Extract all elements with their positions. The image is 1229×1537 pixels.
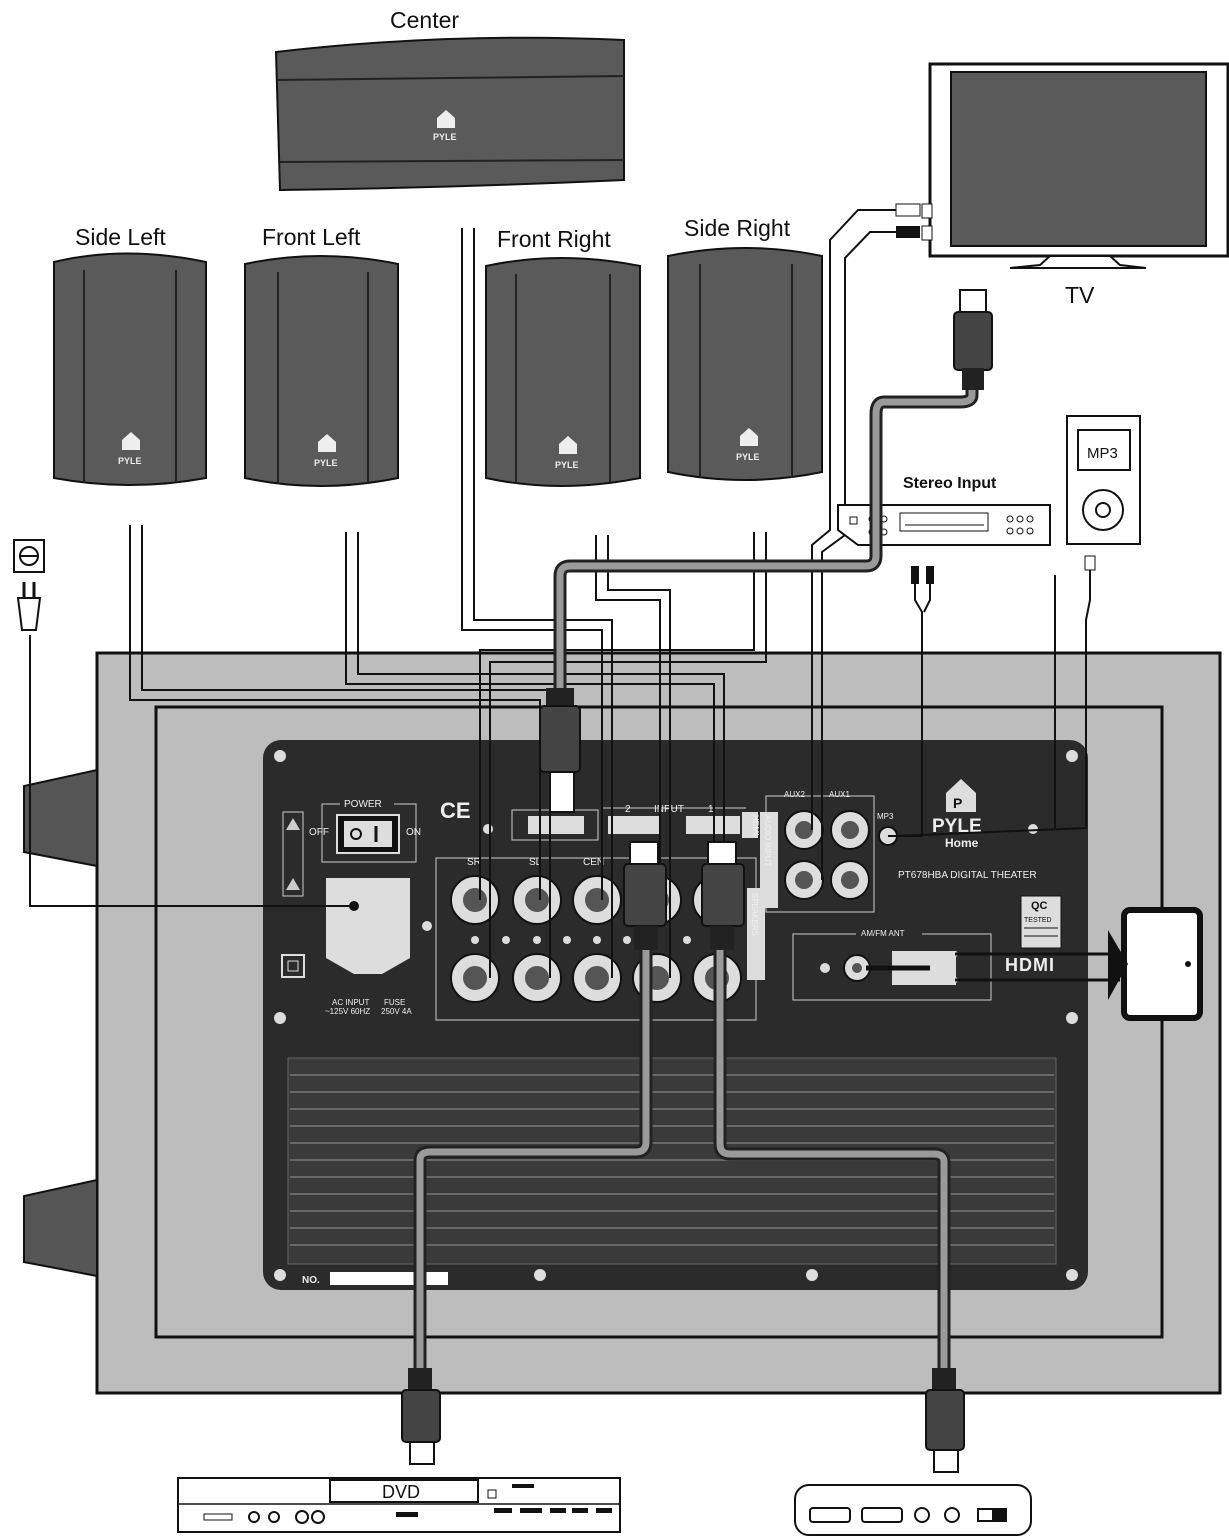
power-plug-icon xyxy=(16,582,42,631)
mp3-player xyxy=(1066,415,1141,545)
sl-label: SL xyxy=(529,857,542,868)
cabinet-foot-upper xyxy=(23,768,98,868)
power-on-label: ON xyxy=(406,827,421,838)
hdmi-input-1-label: 1 xyxy=(708,804,714,815)
hdmi-plug-tv xyxy=(953,289,993,390)
side-left-speaker-label: Side Left xyxy=(75,224,166,250)
serial-no-label: NO. xyxy=(302,1275,320,1286)
front-left-speaker: PYLE xyxy=(244,255,399,487)
tv-label: TV xyxy=(1065,282,1095,308)
svg-text:PYLE: PYLE xyxy=(433,132,457,142)
qc-label: QC xyxy=(1031,900,1048,912)
front-right-speaker: PYLE xyxy=(485,257,641,487)
am-fm-antenna-section: AM/FM ANT xyxy=(792,926,992,1001)
hdmi-plug-output xyxy=(539,688,581,813)
hdmi-plug-source xyxy=(925,1368,965,1473)
dvd-player xyxy=(177,1477,621,1533)
dvd-label: DVD xyxy=(382,1482,420,1502)
aux1-label: AUX1 xyxy=(829,790,850,799)
ac-voltage-label: ~125V 60HZ xyxy=(325,1007,370,1016)
fuse-rating-label: 250V 4A xyxy=(381,1007,412,1016)
hdmi-plug-dvd xyxy=(401,1368,441,1465)
front-left-speaker-label: Front Left xyxy=(262,224,361,250)
side-right-speaker-label: Side Right xyxy=(684,215,791,241)
qc-sticker: QC TESTED xyxy=(1020,895,1062,949)
power-label: POWER xyxy=(344,799,382,810)
panel-brand-sub: Home xyxy=(945,836,979,850)
ac-input-label: AC INPUT xyxy=(332,998,369,1007)
stereo-input-label: Stereo Input xyxy=(903,475,997,492)
hdmi-input-2-port[interactable] xyxy=(608,816,660,834)
mp3-screen-label: MP3 xyxy=(1087,445,1118,462)
power-off-label: OFF xyxy=(309,827,329,838)
hdmi-plug-input-2 xyxy=(623,841,667,950)
power-cord xyxy=(13,539,354,907)
front-right-speaker-label: Front Right xyxy=(497,226,611,252)
mp3-cable xyxy=(895,556,1091,837)
tv xyxy=(921,62,1229,269)
svg-text:PYLE: PYLE xyxy=(736,452,760,462)
speakers-vertical-label: SPEAKERS xyxy=(750,893,759,936)
panel-brand-name: PYLE xyxy=(932,816,982,837)
model-label: PT678HBA DIGITAL THEATER xyxy=(898,870,1037,881)
fuse-holder xyxy=(281,954,305,978)
center-speaker: PYLE xyxy=(274,36,625,192)
svg-text:P: P xyxy=(953,795,962,811)
panel-brand-logo: P PYLE Home xyxy=(932,779,982,850)
power-switch-group: POWER OFF ON xyxy=(309,798,421,863)
audio-input-vertical-label: AUDIO INPUT xyxy=(763,815,772,867)
hdmi-input-2-label: 2 xyxy=(625,804,631,815)
aux2-label: AUX2 xyxy=(784,790,805,799)
am-loop-antenna xyxy=(955,907,1203,1021)
ac-input-socket[interactable] xyxy=(326,878,410,974)
stereo-input-device xyxy=(837,504,1051,546)
rear-panel: NO. POWER OFF ON CE AC INPUT xyxy=(263,740,1088,1290)
hdmi-cables xyxy=(413,388,979,1375)
tv-audio-cable xyxy=(811,203,921,880)
center-speaker-label: Center xyxy=(390,7,459,33)
sr-label: SR xyxy=(467,857,481,868)
svg-text:PYLE: PYLE xyxy=(555,460,579,470)
hdmi-plug-input-1 xyxy=(701,841,745,950)
svg-text:PYLE: PYLE xyxy=(314,458,338,468)
am-fm-label: AM/FM ANT xyxy=(861,929,905,938)
svg-text:PYLE: PYLE xyxy=(118,456,142,466)
hdmi-source-device xyxy=(794,1484,1032,1536)
serial-no-plate xyxy=(330,1272,448,1285)
ce-mark: CE xyxy=(440,798,471,823)
cabinet-foot-lower xyxy=(23,1178,98,1278)
hdmi-logo: HDMI xyxy=(1005,955,1055,975)
side-right-speaker: PYLE xyxy=(667,247,823,481)
side-left-speaker: PYLE xyxy=(53,252,207,486)
qc-tested-label: TESTED xyxy=(1024,917,1052,924)
cen-label: CEN xyxy=(583,857,604,868)
hdmi-vertical-label: HDMI xyxy=(751,815,760,835)
warning-icon xyxy=(282,811,304,897)
hdmi-output-port[interactable] xyxy=(528,816,584,834)
fuse-label: FUSE xyxy=(384,998,405,1007)
audio-inputs: AUX2 AUX1 AUDIO INPUT MP3 xyxy=(760,790,898,913)
mp3-jack-label: MP3 xyxy=(877,812,894,821)
brand-logo: PYLE xyxy=(433,110,457,142)
